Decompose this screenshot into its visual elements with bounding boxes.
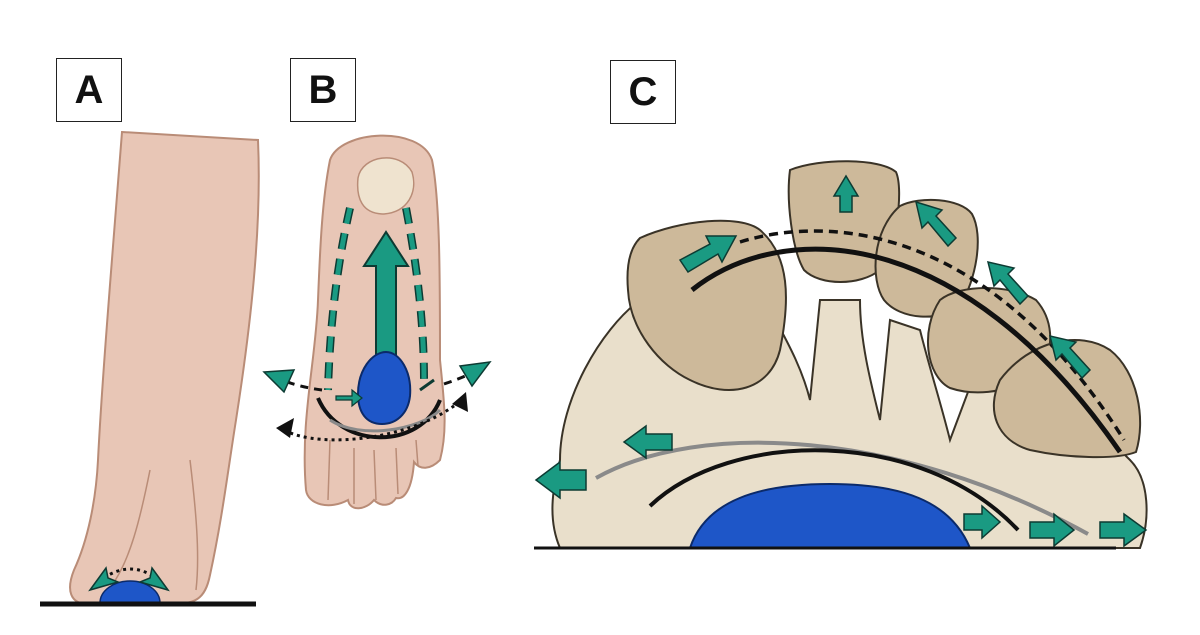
curve-gray-b [329,408,442,433]
arrow-icon [137,566,170,592]
panel-label-a: A [56,58,122,122]
heel-crease [111,469,151,586]
panel-label-b: B [290,58,356,122]
heel-crease-2 [189,459,199,591]
foot-outline [303,134,446,510]
toe-line [415,439,419,467]
metatarsal-head-1 [626,219,787,391]
dashed-arrow-left [281,378,323,392]
arrow-icon [986,260,1030,306]
arrow-icon [963,504,1002,540]
toe-line [327,439,331,501]
panel-c-figure [534,160,1148,550]
dashed-path-left-inner [325,207,353,391]
arrow-icon [832,174,860,213]
arrow-icon [1029,512,1076,548]
curve-black-lower [648,448,1020,532]
arrow-icon [622,424,673,460]
panel-a-figure [40,130,260,607]
toe-line [395,447,399,495]
arrow-icon [458,361,492,388]
arrow-icon [1048,334,1092,380]
dashed-path-right-inner [403,207,427,381]
arrow-icon [534,460,587,500]
ball-icon [356,350,412,426]
panel-b-figure [262,134,492,510]
arrow-icon [88,566,121,592]
arrow-icon [262,369,296,394]
dotted-curve-b [283,394,468,442]
arrow-icon [678,235,738,274]
arrow-icon [1099,512,1148,548]
toe-line [373,449,377,501]
ball-icon [688,482,972,549]
curve-black-upper [690,246,1123,454]
arrow-icon [419,378,435,392]
arrow-icon [362,230,410,361]
arrow-icon [452,392,468,412]
ball-icon [99,580,161,604]
heel-pad [356,157,415,215]
arrow-icon [914,200,958,248]
leg-shape [69,130,260,605]
arrow-icon [276,418,294,438]
panel-label-c: C [610,60,676,124]
arrow-icon [335,388,363,408]
